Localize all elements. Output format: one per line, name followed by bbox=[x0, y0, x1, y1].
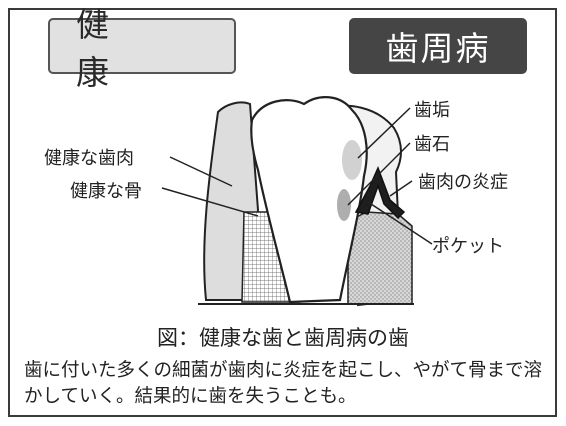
plaque-label: 歯垢 bbox=[414, 100, 450, 121]
healthy-bone-label: 健康な骨 bbox=[70, 181, 142, 202]
healthy-gum-label: 健康な歯肉 bbox=[44, 148, 134, 169]
description-text: 歯に付いた多くの細菌が歯肉に炎症を起こし、やがて骨まで溶かしていく。結果的に歯を… bbox=[24, 360, 543, 407]
gum-inflammation-label: 歯肉の炎症 bbox=[418, 172, 508, 193]
tartar-label: 歯石 bbox=[414, 134, 450, 155]
plaque-shape bbox=[342, 140, 362, 180]
healthy-bone-leader bbox=[161, 187, 259, 217]
healthy-gum-leader bbox=[169, 156, 233, 187]
pocket-leader bbox=[367, 201, 433, 245]
figure-caption: 図：健康な歯と歯周病の歯 bbox=[157, 326, 409, 350]
main-tooth bbox=[250, 96, 368, 304]
tartar-shape bbox=[337, 189, 351, 221]
pocket-label: ポケット bbox=[432, 236, 504, 257]
plaque-leader bbox=[357, 107, 411, 159]
tartar-leader bbox=[347, 142, 411, 206]
diseased-bone-shape bbox=[347, 211, 413, 305]
gum-inflammation-leader bbox=[389, 180, 413, 197]
inflamed-gum-shape bbox=[354, 166, 406, 220]
periodontal-disease-title: 歯周病 bbox=[349, 18, 527, 74]
